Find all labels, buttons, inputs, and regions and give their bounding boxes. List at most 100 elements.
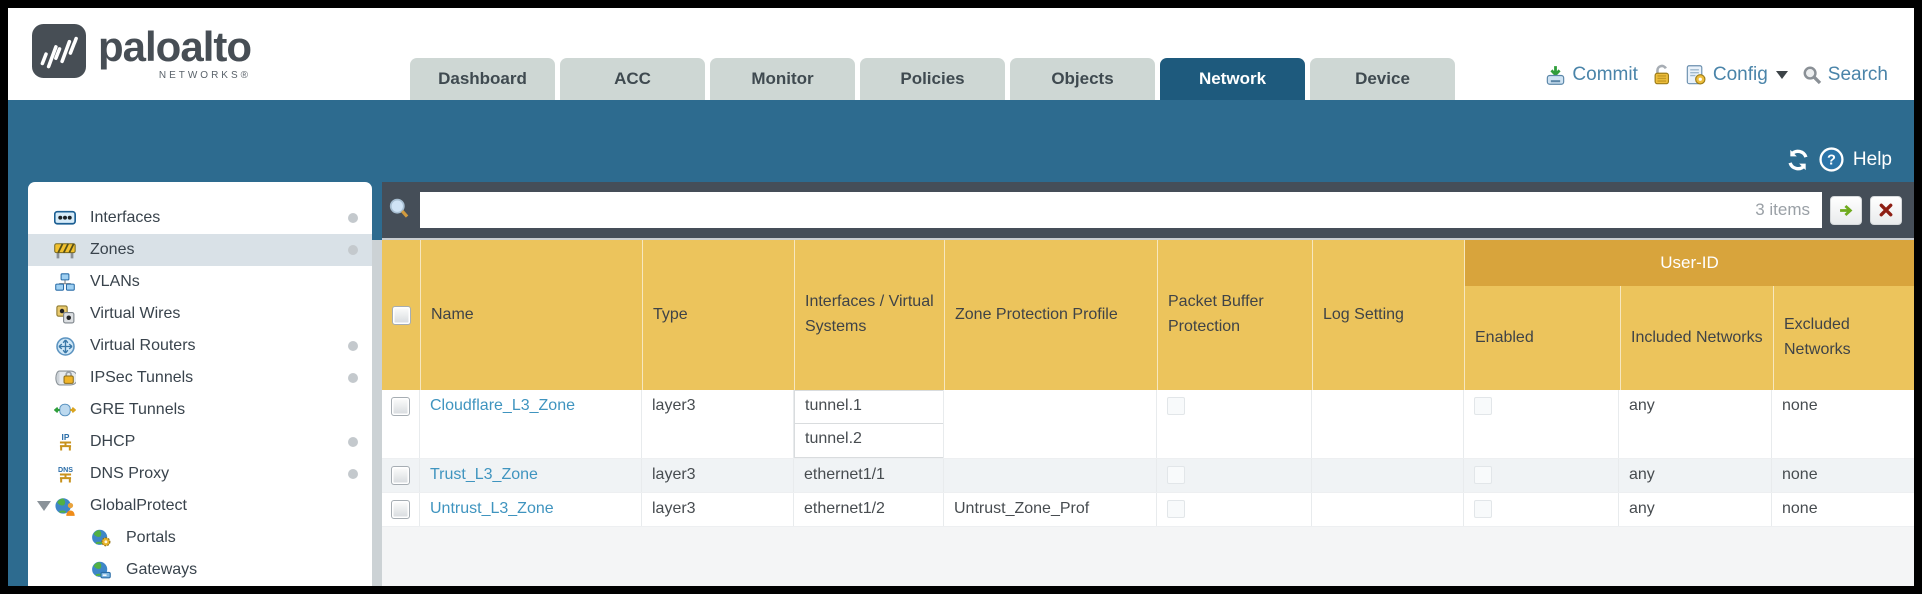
interfaces-cell: ethernet1/1 [794,459,944,492]
column-header-log-setting[interactable]: Log Setting [1312,240,1464,390]
interface-entry: tunnel.1 [794,390,943,424]
sidebar-item-label: Portals [126,529,176,546]
interfaces-icon [54,208,76,228]
sidebar-gap [372,182,382,586]
sidebar-item-globalprotect[interactable]: GlobalProtect [28,490,372,522]
commit-button[interactable]: Commit [1545,64,1638,86]
zone-name-link[interactable]: Cloudflare_L3_Zone [430,397,575,414]
packet-buffer-protection-checkbox [1167,397,1185,415]
column-header-enabled[interactable]: Enabled [1475,328,1534,346]
interfaces-cell: ethernet1/2 [794,493,944,526]
column-header-zone-protection-profile[interactable]: Zone Protection Profile [944,240,1157,390]
portals-icon [90,528,112,548]
item-count-dot [348,469,358,479]
select-all-checkbox[interactable] [391,305,411,325]
lock-button[interactable] [1652,64,1671,86]
search-icon [1802,65,1822,85]
sidebar-item-ipsec-tunnels[interactable]: IPSec Tunnels [28,362,372,394]
paloalto-logo-icon [32,24,86,78]
sidebar-item-virtual-routers[interactable]: Virtual Routers [28,330,372,362]
column-header-interfaces[interactable]: Interfaces / Virtual Systems [794,240,944,390]
dns-proxy-icon: DNS [54,464,76,484]
search-button[interactable]: Search [1802,64,1888,86]
sidebar-item-label: GRE Tunnels [90,401,186,418]
item-count-dot [348,437,358,447]
items-count: 3 items [1755,200,1810,219]
sidebar-item-gre-tunnels[interactable]: GRE Tunnels [28,394,372,426]
interface-entry: ethernet1/2 [804,500,885,517]
row-checkbox[interactable] [391,500,410,519]
lock-icon [1652,64,1671,86]
zone-name-link[interactable]: Trust_L3_Zone [430,466,538,483]
user-id-column-group: User-ID Enabled Included Networks Exclud… [1464,240,1914,390]
user-id-enabled-checkbox [1474,500,1492,518]
left-margin-strip [8,182,28,586]
zone-protection-profile-cell [944,459,1157,492]
sidebar-item-gateways[interactable]: Gateways [28,554,372,586]
column-header-name[interactable]: Name [420,240,642,390]
row-select-cell [382,390,420,458]
column-header-included-networks[interactable]: Included Networks [1620,286,1773,390]
tab-dashboard[interactable]: Dashboard [410,58,555,100]
zone-name-link[interactable]: Untrust_L3_Zone [430,500,554,517]
type-cell: layer3 [642,493,794,526]
select-all-column-header [382,240,420,390]
tab-acc[interactable]: ACC [560,58,705,100]
help-label[interactable]: Help [1852,148,1892,170]
red-x-icon [1879,203,1893,217]
filter-input[interactable] [420,201,1756,219]
blue-band: ? Help [8,100,1914,182]
log-setting-cell [1312,459,1464,492]
tab-network[interactable]: Network [1160,58,1305,100]
row-checkbox[interactable] [391,397,410,416]
interface-entry: ethernet1/1 [804,466,885,483]
sidebar-item-interfaces[interactable]: Interfaces [28,202,372,234]
type-cell: layer3 [642,459,794,492]
tab-objects[interactable]: Objects [1010,58,1155,100]
excluded-networks-cell: none [1782,397,1818,414]
apply-filter-button[interactable] [1830,195,1862,225]
expander-triangle-icon[interactable] [37,501,51,511]
green-arrow-icon [1839,203,1854,218]
log-setting-cell [1312,493,1464,526]
tab-policies[interactable]: Policies [860,58,1005,100]
chevron-down-icon [1775,71,1788,79]
globalprotect-icon [54,496,76,516]
config-menu[interactable]: Config [1685,64,1788,86]
sidebar-item-vlans[interactable]: VLANs [28,266,372,298]
packet-buffer-protection-cell [1157,493,1312,526]
commit-button-label: Commit [1572,64,1638,85]
sidebar-item-label: Interfaces [90,209,161,226]
config-icon [1685,64,1707,86]
clear-filter-button[interactable] [1870,195,1902,225]
column-header-packet-buffer-protection[interactable]: Packet Buffer Protection [1157,240,1312,390]
sidebar-item-virtual-wires[interactable]: Virtual Wires [28,298,372,330]
zones-table-header: Name Type Interfaces / Virtual Systems Z… [382,240,1914,390]
column-header-excluded-networks[interactable]: Excluded Networks [1773,286,1914,390]
sidebar-item-zones[interactable]: Zones [28,234,372,266]
help-icon[interactable]: ? [1819,147,1844,172]
item-count-dot [348,245,358,255]
sidebar-item-label: Virtual Wires [90,305,181,322]
refresh-icon[interactable] [1786,148,1810,172]
packet-buffer-protection-cell [1157,459,1312,492]
top-actions: Commit Config Search [1545,64,1888,86]
sidebar-item-portals[interactable]: Portals [28,522,372,554]
sidebar-item-label: IPSec Tunnels [90,369,194,386]
tab-monitor[interactable]: Monitor [710,58,855,100]
name-cell: Trust_L3_Zone [420,459,642,492]
column-header-type[interactable]: Type [642,240,794,390]
tab-device[interactable]: Device [1310,58,1455,100]
user-id-enabled-cell [1464,390,1619,458]
row-checkbox[interactable] [391,466,410,485]
